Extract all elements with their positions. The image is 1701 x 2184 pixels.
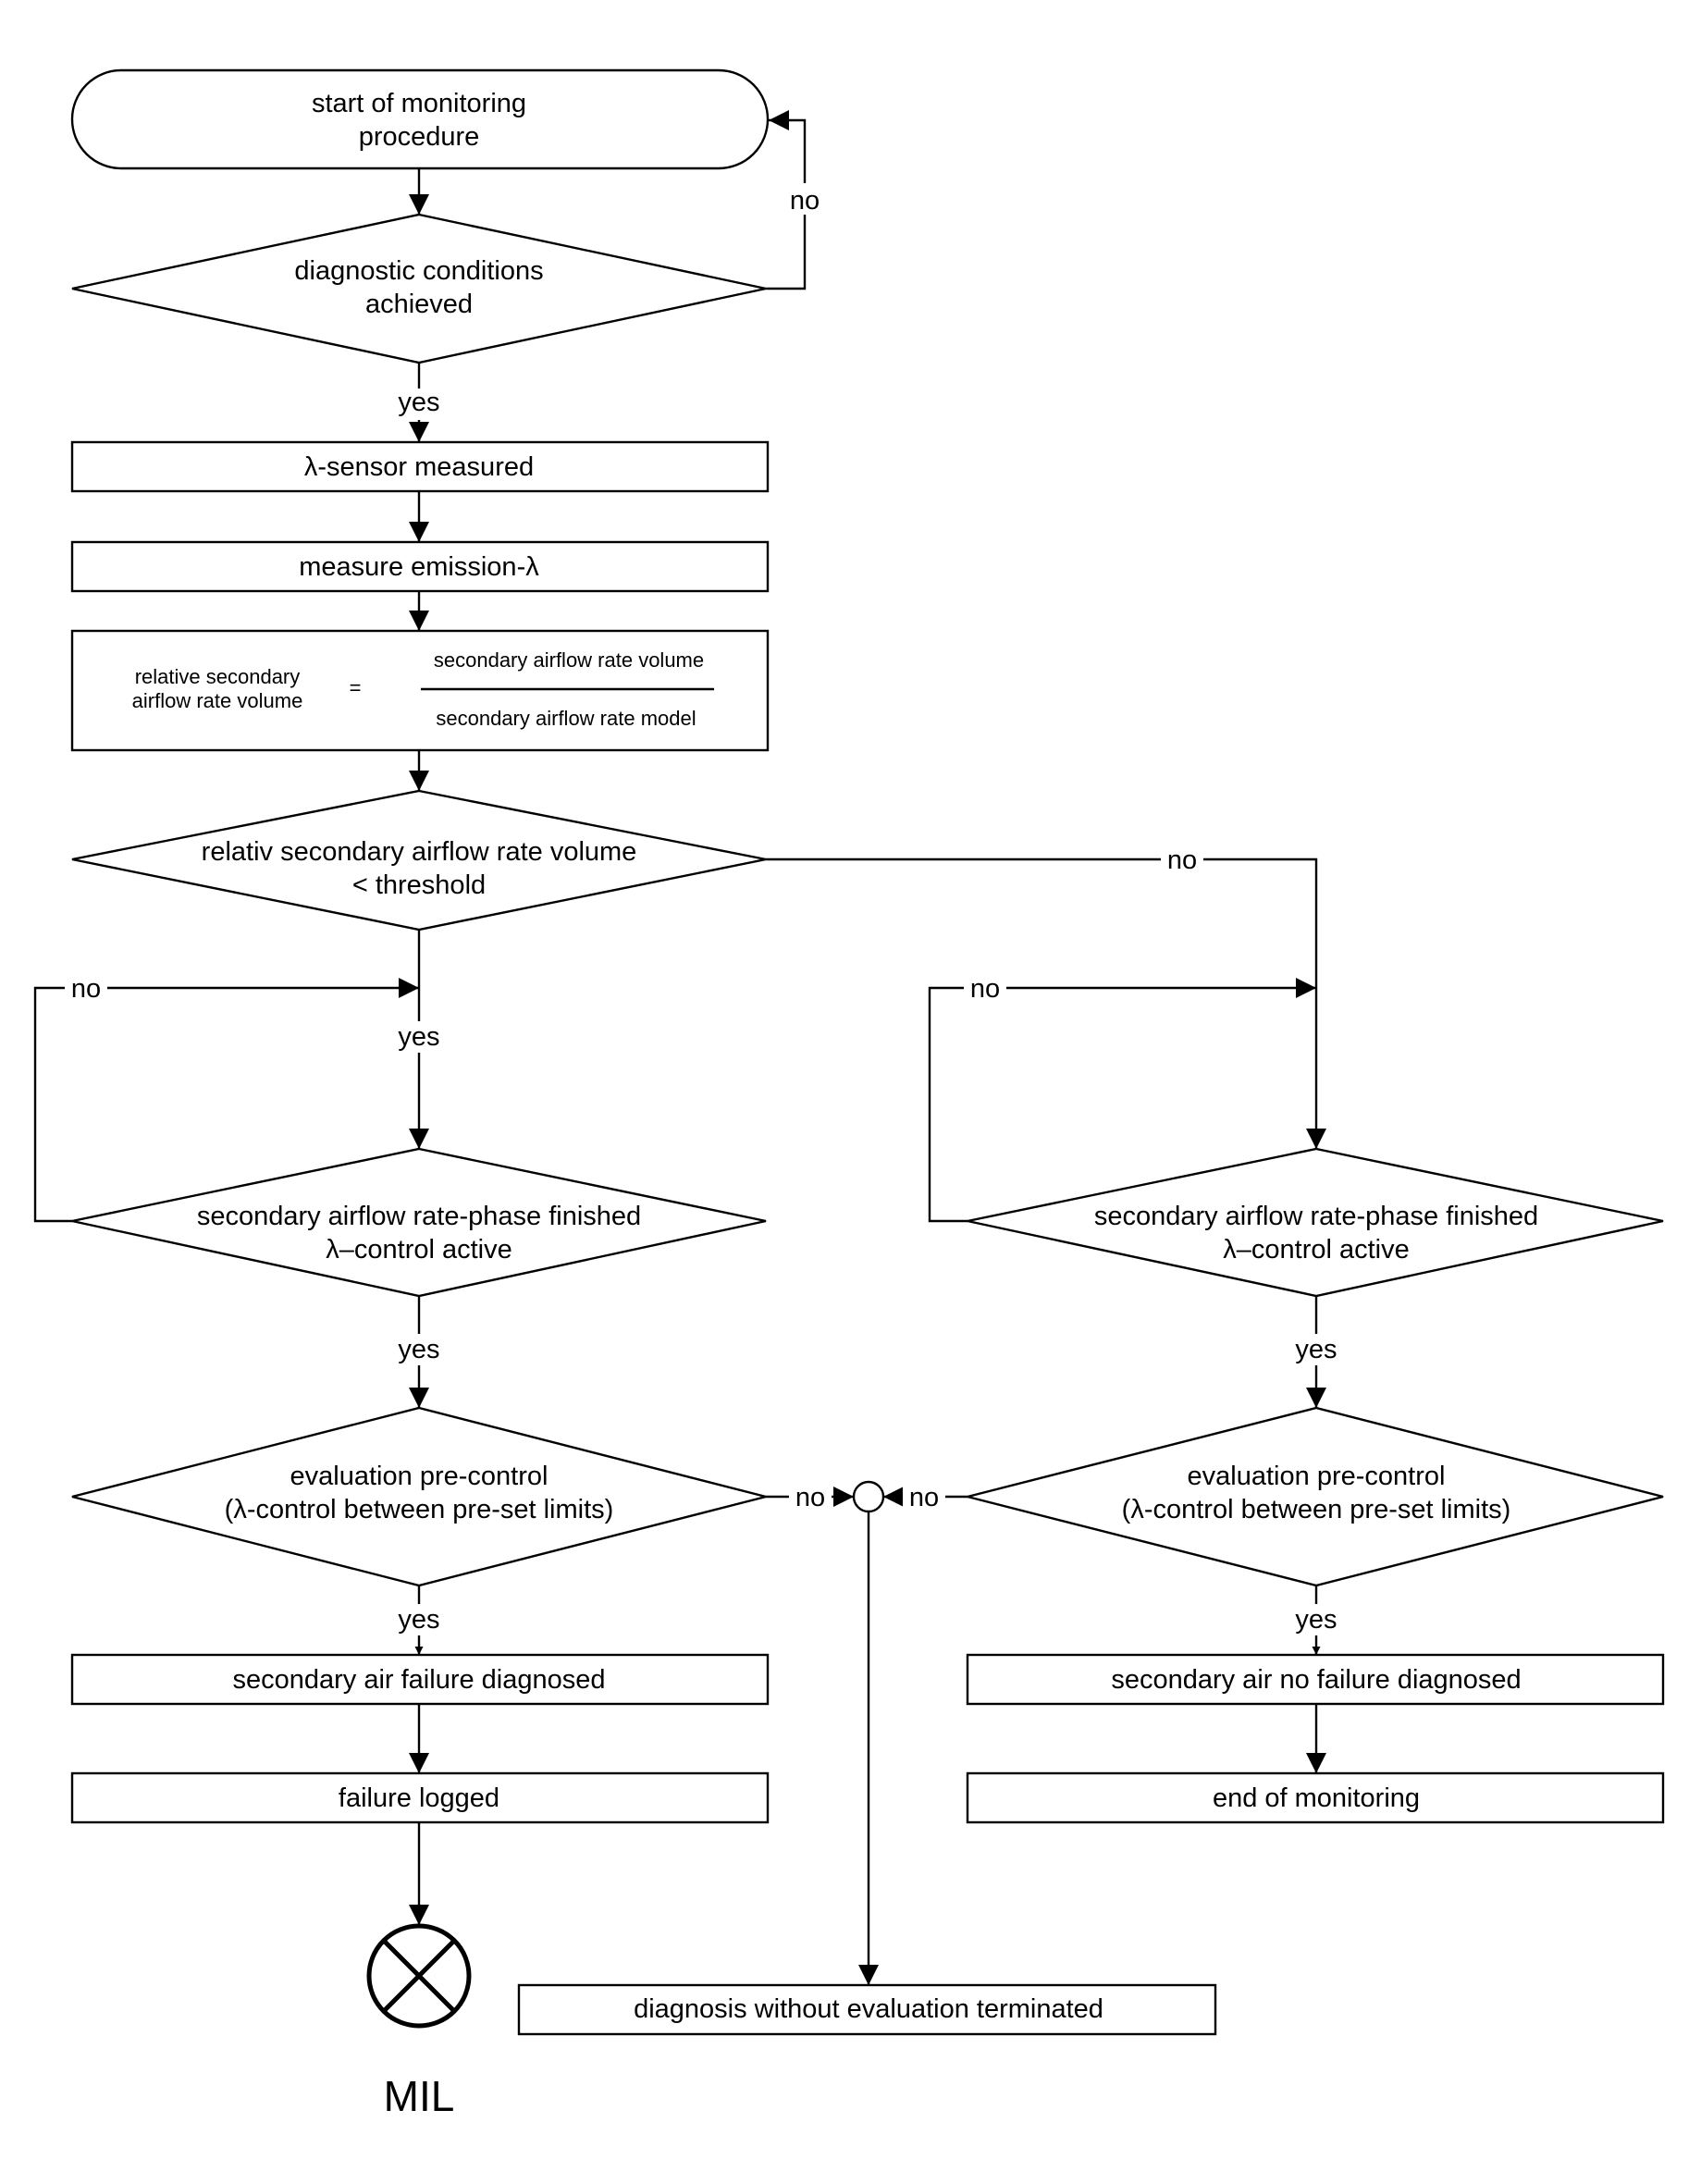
arrow-phase-right-no-loop (928, 978, 1316, 1223)
process-formula: relative secondary airflow rate volume =… (70, 629, 770, 752)
threshold-label-line-2: < threshold (352, 870, 486, 900)
eval-right-label-line-2: (λ-control between pre-set limits) (1122, 1495, 1511, 1524)
mil-lamp-icon (366, 1923, 472, 2029)
label-threshold-no: no (1167, 845, 1197, 875)
label-eval-left-yes: yes (398, 1605, 439, 1635)
label-phase-left-yes: yes (398, 1335, 439, 1364)
formula-equals: = (350, 676, 362, 699)
decision-threshold: relativ secondary airflow rate volume < … (71, 789, 767, 932)
eval-left-label-line-2: (λ-control between pre-set limits) (225, 1495, 614, 1524)
junction-connector (852, 1480, 885, 1513)
label-threshold-yes: yes (398, 1022, 439, 1052)
phase-right-label-line-1: secondary airflow rate-phase finished (1094, 1202, 1538, 1231)
phase-right-label-line-2: λ–control active (1223, 1235, 1410, 1265)
label-phase-right-no: no (970, 974, 1000, 1004)
formula-lhs-line-2: airflow rate volume (132, 689, 303, 712)
lambda-sensor-label: λ-sensor measured (304, 452, 534, 482)
conditions-label-line-1: diagnostic conditions (294, 256, 543, 286)
decision-phase-right: secondary airflow rate-phase finished λ–… (967, 1147, 1664, 1298)
process-no-failure-diagnosed: secondary air no failure diagnosed (966, 1653, 1665, 1706)
threshold-label-line-1: relativ secondary airflow rate volume (202, 837, 637, 867)
flow-labels: no yes no no yes no yes yes no no yes ye… (65, 183, 1343, 1635)
label-conditions-yes: yes (398, 388, 439, 417)
process-measure-emission: measure emission-λ (70, 540, 770, 593)
eval-right-label-line-1: evaluation pre-control (1188, 1462, 1446, 1491)
arrow-threshold-no-right (766, 858, 1326, 1149)
end-monitoring-label: end of monitoring (1213, 1783, 1420, 1813)
no-failure-diagnosed-label: secondary air no failure diagnosed (1111, 1665, 1521, 1695)
process-end-of-monitoring: end of monitoring (966, 1771, 1665, 1824)
formula-denominator: secondary airflow rate model (436, 707, 696, 730)
label-phase-left-no: no (71, 974, 101, 1004)
formula-numerator: secondary airflow rate volume (434, 648, 704, 672)
decision-diagnostic-conditions: diagnostic conditions achieved (71, 213, 767, 364)
failure-logged-label: failure logged (339, 1783, 499, 1813)
label-eval-right-no: no (909, 1483, 939, 1512)
arrow-phase-left-no-loop (33, 978, 419, 1223)
label-conditions-no: no (790, 186, 820, 216)
phase-left-label-line-2: λ–control active (326, 1235, 512, 1265)
process-lambda-sensor: λ-sensor measured (70, 440, 770, 493)
process-failure-diagnosed: secondary air failure diagnosed (70, 1653, 770, 1706)
decision-eval-left: evaluation pre-control (λ-control betwee… (71, 1406, 767, 1587)
label-phase-right-yes: yes (1295, 1335, 1337, 1364)
connectors (33, 110, 1326, 1985)
process-diagnosis-terminated: diagnosis without evaluation terminated (517, 1983, 1217, 2036)
start-label-line-2: procedure (359, 122, 480, 152)
start-label-line-1: start of monitoring (312, 89, 526, 118)
eval-left-label-line-1: evaluation pre-control (290, 1462, 549, 1491)
process-failure-logged: failure logged (70, 1771, 770, 1824)
conditions-label-line-2: achieved (365, 290, 473, 319)
label-eval-right-yes: yes (1295, 1605, 1337, 1635)
formula-lhs-line-1: relative secondary (135, 665, 301, 688)
terminated-label: diagnosis without evaluation terminated (634, 1994, 1103, 2024)
mil-label: MIL (384, 2072, 455, 2120)
decision-phase-left: secondary airflow rate-phase finished λ–… (71, 1147, 767, 1298)
measure-emission-label: measure emission-λ (299, 552, 539, 582)
decision-eval-right: evaluation pre-control (λ-control betwee… (967, 1406, 1664, 1587)
start-terminator: start of monitoring procedure (70, 68, 770, 170)
phase-left-label-line-1: secondary airflow rate-phase finished (197, 1202, 641, 1231)
label-eval-left-no: no (795, 1483, 825, 1512)
failure-diagnosed-label: secondary air failure diagnosed (232, 1665, 605, 1695)
